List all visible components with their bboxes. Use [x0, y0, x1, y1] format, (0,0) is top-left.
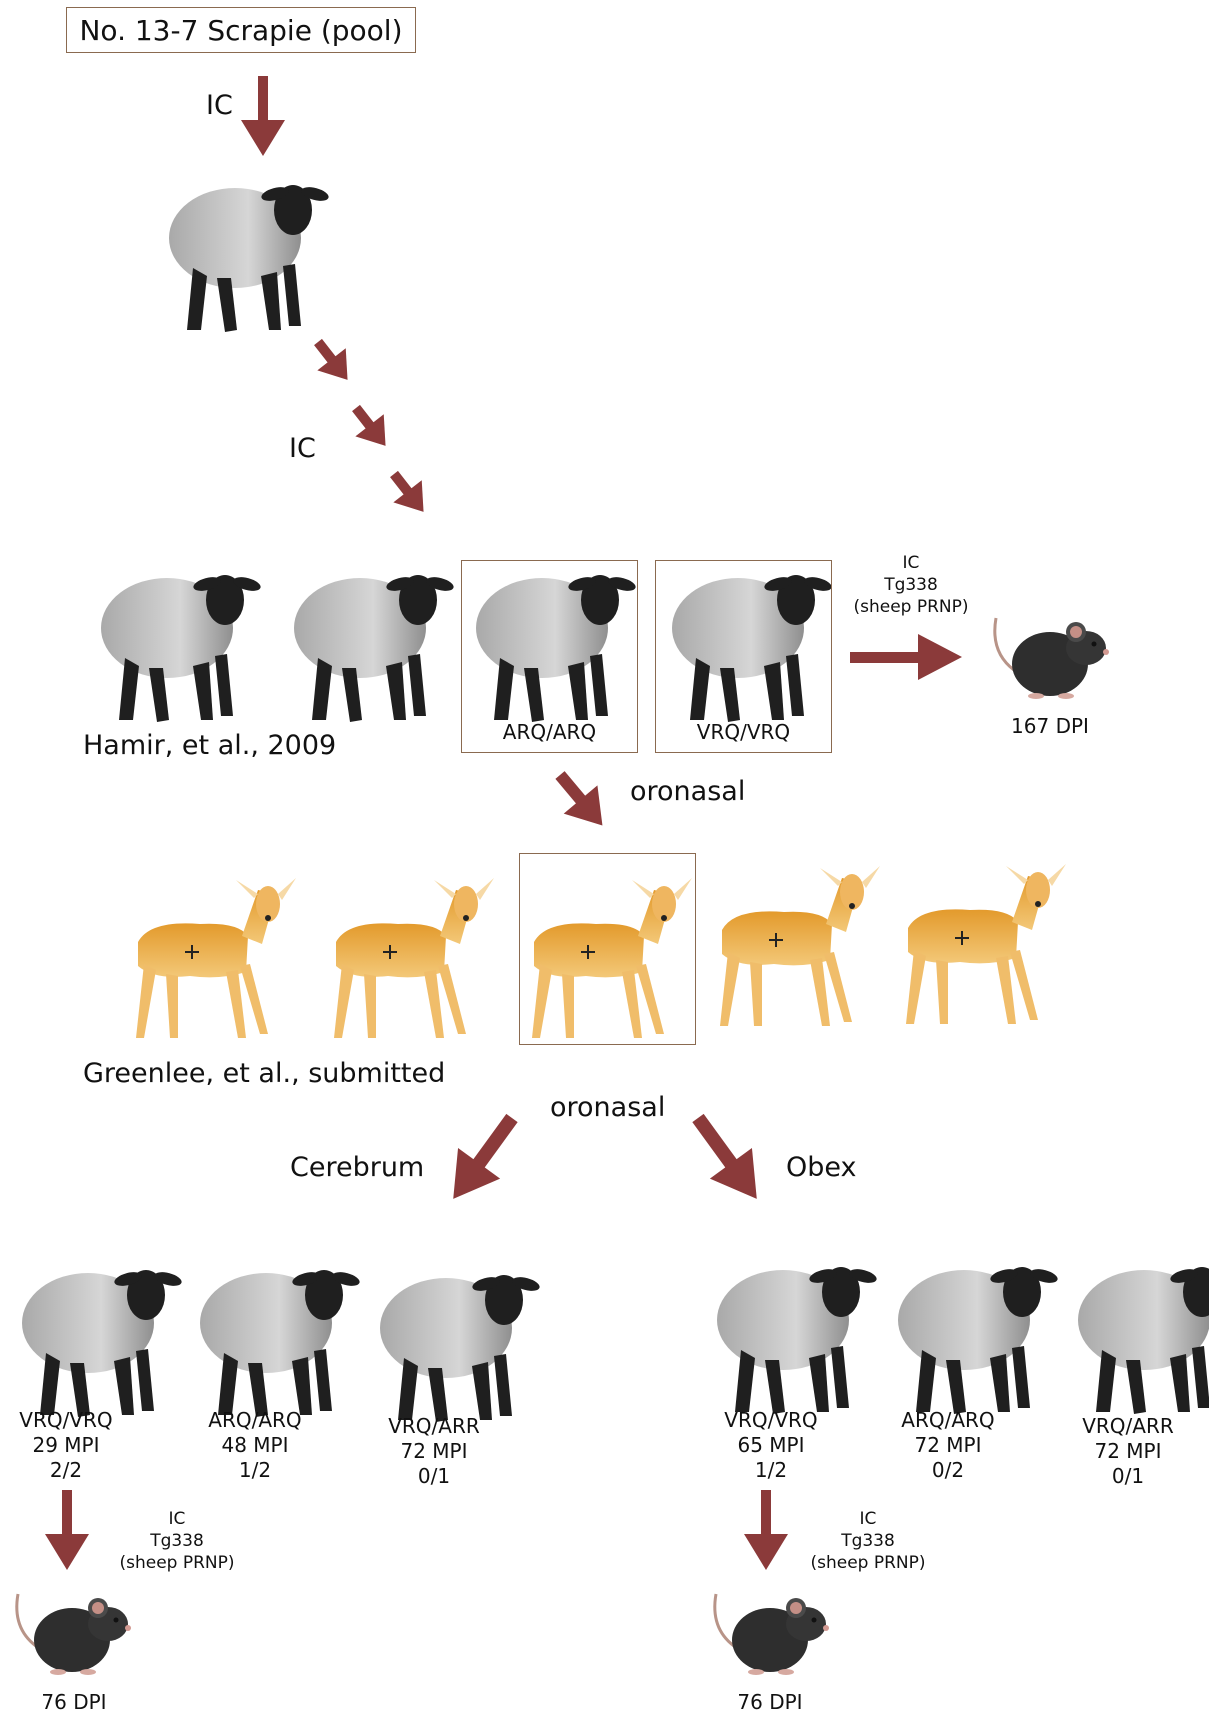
deer-image-4 [720, 866, 880, 1026]
mouse-top-result: 167 DPI [990, 714, 1110, 739]
sheep-genotype-vrq: VRQ/VRQ [655, 720, 832, 745]
time: 29 MPI [6, 1433, 126, 1458]
route-oronasal-1: oronasal [630, 776, 745, 807]
mouse-right-result: 76 DPI [710, 1690, 830, 1715]
deer-image-5 [906, 864, 1066, 1024]
arrow-mouse-left [45, 1490, 89, 1570]
sheep-row-image-1 [101, 575, 262, 722]
genotype: ARQ/ARQ [195, 1408, 315, 1433]
sheep-row-image-2 [294, 575, 455, 722]
route-oronasal-2: oronasal [550, 1092, 665, 1123]
arrow-cerebrum [432, 1103, 533, 1214]
arrow-to-mouse-top [850, 634, 962, 680]
mouse-top-image [995, 618, 1109, 699]
arrow-obex [677, 1103, 778, 1214]
genotype: VRQ/ARR [374, 1414, 494, 1439]
route-obex: Obex [786, 1152, 857, 1183]
mouse-left-result: 76 DPI [14, 1690, 134, 1715]
time: 65 MPI [711, 1433, 831, 1458]
route-line-1: IC [112, 1508, 242, 1530]
obex-sheep-image-3 [1078, 1267, 1209, 1414]
ratio: 0/1 [374, 1464, 494, 1489]
mouse-left-image [17, 1594, 131, 1675]
mouse-right-image [715, 1594, 829, 1675]
source-label: No. 13-7 Scrapie (pool) [79, 14, 402, 47]
sheep-genotype-arq: ARQ/ARQ [461, 720, 638, 745]
ratio: 1/2 [711, 1458, 831, 1483]
route-ic-1: IC [206, 90, 233, 121]
genotype: VRQ/ARR [1068, 1414, 1188, 1439]
arrow-ic-1 [241, 76, 285, 156]
obex-sheep-image-1 [717, 1267, 878, 1414]
genotype: VRQ/VRQ [711, 1408, 831, 1433]
time: 72 MPI [888, 1433, 1008, 1458]
deer-image-1 [136, 878, 296, 1038]
cerebrum-sheep-1-label: VRQ/VRQ 29 MPI 2/2 [6, 1408, 126, 1483]
route-line-1: IC [846, 552, 976, 574]
time: 72 MPI [1068, 1439, 1188, 1464]
arrow-ic-2 [304, 331, 438, 523]
route-line-2: Tg338 [846, 574, 976, 596]
genotype: ARQ/ARQ [888, 1408, 1008, 1433]
ratio: 0/2 [888, 1458, 1008, 1483]
frame-deer [519, 853, 696, 1045]
mouse-left-route: IC Tg338 (sheep PRNP) [112, 1508, 242, 1574]
route-line-3: (sheep PRNP) [112, 1552, 242, 1574]
ratio: 0/1 [1068, 1464, 1188, 1489]
genotype: VRQ/VRQ [6, 1408, 126, 1433]
time: 48 MPI [195, 1433, 315, 1458]
cerebrum-sheep-2-label: ARQ/ARQ 48 MPI 1/2 [195, 1408, 315, 1483]
deer-image-2 [334, 878, 494, 1038]
route-line-2: Tg338 [112, 1530, 242, 1552]
obex-sheep-1-label: VRQ/VRQ 65 MPI 1/2 [711, 1408, 831, 1483]
arrow-mouse-right [744, 1490, 788, 1570]
mouse-top-route: IC Tg338 (sheep PRNP) [846, 552, 976, 618]
time: 72 MPI [374, 1439, 494, 1464]
cerebrum-sheep-3-label: VRQ/ARR 72 MPI 0/1 [374, 1414, 494, 1489]
source-box: No. 13-7 Scrapie (pool) [66, 7, 416, 53]
route-ic-2: IC [289, 433, 316, 464]
cerebrum-sheep-image-2 [200, 1270, 361, 1417]
source-sheep-image [169, 185, 330, 332]
route-line-2: Tg338 [803, 1530, 933, 1552]
ratio: 1/2 [195, 1458, 315, 1483]
obex-sheep-2-label: ARQ/ARQ 72 MPI 0/2 [888, 1408, 1008, 1483]
citation-greenlee: Greenlee, et al., submitted [83, 1058, 445, 1089]
obex-sheep-image-2 [898, 1267, 1059, 1414]
cerebrum-sheep-image-3 [380, 1275, 541, 1422]
route-line-3: (sheep PRNP) [846, 596, 976, 618]
citation-hamir: Hamir, et al., 2009 [83, 730, 336, 761]
route-cerebrum: Cerebrum [290, 1152, 424, 1183]
arrow-oronasal-1 [543, 761, 619, 840]
mouse-right-route: IC Tg338 (sheep PRNP) [803, 1508, 933, 1574]
obex-sheep-3-label: VRQ/ARR 72 MPI 0/1 [1068, 1414, 1188, 1489]
route-line-1: IC [803, 1508, 933, 1530]
ratio: 2/2 [6, 1458, 126, 1483]
cerebrum-sheep-image-1 [22, 1270, 183, 1417]
route-line-3: (sheep PRNP) [803, 1552, 933, 1574]
